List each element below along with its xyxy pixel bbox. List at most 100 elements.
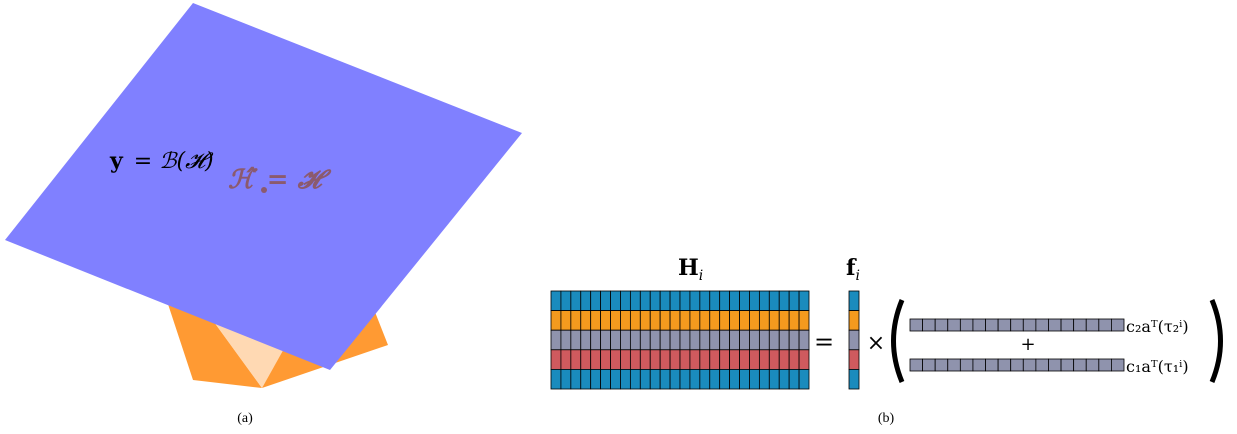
matrix-cell <box>798 310 810 331</box>
matrix-cell <box>600 349 611 370</box>
matrix-cell <box>739 368 750 390</box>
matrix-cell <box>798 349 810 370</box>
matrix-cell <box>739 349 750 370</box>
matrix-cell <box>758 368 770 390</box>
matrix-cell <box>620 368 631 390</box>
matrix-cell <box>669 329 681 351</box>
matrix-cell <box>659 349 671 370</box>
matrix-cell <box>758 329 770 351</box>
measurement-plane <box>5 3 522 370</box>
matrix-cell <box>768 310 780 331</box>
matrix-cell <box>590 349 602 370</box>
f-vector <box>848 290 860 390</box>
matrix-cell <box>550 368 562 390</box>
matrix-cell <box>620 290 631 312</box>
matrix-cell <box>709 290 721 312</box>
matrix-cell <box>659 290 671 312</box>
panel-b: Hi fi = × c₂aᵀ(τ₂ⁱ) + c₁aᵀ(τ₁ⁱ) (b) <box>550 255 1223 426</box>
matrix-cell <box>600 310 611 331</box>
steering-cell <box>1098 358 1112 372</box>
steering-cell <box>972 318 986 332</box>
steering-cell <box>922 358 936 372</box>
matrix-cell <box>620 329 631 351</box>
matrix-cell <box>778 290 790 312</box>
matrix-cell <box>679 368 691 390</box>
steering-cell <box>909 358 923 372</box>
matrix-cell <box>778 329 790 351</box>
matrix-cell <box>749 310 760 331</box>
cone-left-face <box>165 295 262 388</box>
plane-equation-rhs: = ℬ(𝓗) <box>134 149 214 174</box>
matrix-cell <box>620 349 631 370</box>
matrix-cell <box>719 310 731 331</box>
matrix-cell <box>570 349 582 370</box>
matrix-cell <box>778 368 790 390</box>
matrix-cell <box>639 349 651 370</box>
matrix-cell <box>699 290 711 312</box>
steering-cell <box>1010 358 1024 372</box>
matrix-cell <box>699 349 711 370</box>
matrix-cell <box>788 349 800 370</box>
steering-cell <box>959 358 974 372</box>
steering-cell <box>947 358 961 372</box>
matrix-cell <box>749 349 760 370</box>
matrix-cell <box>689 290 701 312</box>
steering-cell <box>1060 358 1075 372</box>
matrix-cell <box>639 310 651 331</box>
matrix-cell <box>649 368 661 390</box>
steering-cell <box>934 318 949 332</box>
term-bottom: c₁aᵀ(τ₁ⁱ) <box>1126 357 1189 376</box>
matrix-cell <box>768 349 780 370</box>
matrix-cell <box>778 310 790 331</box>
matrix-cell <box>580 349 592 370</box>
matrix-cell <box>649 310 661 331</box>
matrix-cell <box>610 349 621 370</box>
matrix-cell <box>768 368 780 390</box>
matrix-cell <box>679 329 691 351</box>
matrix-cell <box>778 349 790 370</box>
matrix-cell <box>560 368 572 390</box>
vector-cell <box>848 349 860 370</box>
matrix-cell <box>659 368 671 390</box>
matrix-cell <box>590 290 602 312</box>
matrix-cell <box>570 329 582 351</box>
matrix-cell <box>739 310 750 331</box>
matrix-cell <box>788 310 800 331</box>
steering-cell <box>972 358 986 372</box>
steering-cell <box>934 358 949 372</box>
matrix-cell <box>629 349 641 370</box>
matrix-cell <box>649 290 661 312</box>
matrix-cell <box>768 329 780 351</box>
steering-cell <box>1085 318 1100 332</box>
steering-cell <box>1060 318 1075 332</box>
matrix-cell <box>570 310 582 331</box>
f-label: fi <box>846 255 860 284</box>
steering-cell <box>1022 358 1037 372</box>
steering-cell <box>985 318 999 332</box>
matrix-cell <box>699 368 711 390</box>
matrix-cell <box>788 290 800 312</box>
matrix-cell <box>798 368 810 390</box>
matrix-cell <box>709 349 721 370</box>
matrix-cell <box>560 329 572 351</box>
matrix-cell <box>580 290 592 312</box>
matrix-cell <box>669 310 681 331</box>
matrix-cell <box>749 368 760 390</box>
matrix-cell <box>689 310 701 331</box>
matrix-cell <box>570 368 582 390</box>
estimate-point <box>261 187 267 193</box>
matrix-cell <box>719 329 731 351</box>
plus-sign: + <box>1020 334 1035 355</box>
steering-vector-bottom <box>909 358 1125 372</box>
term-top: c₂aᵀ(τ₂ⁱ) <box>1126 317 1189 336</box>
right-parenthesis <box>1209 299 1223 383</box>
matrix-cell <box>580 310 592 331</box>
plane-equation-lhs: y <box>109 148 124 174</box>
matrix-cell <box>669 290 681 312</box>
steering-cell <box>1085 358 1100 372</box>
steering-cell <box>1098 318 1112 332</box>
matrix-cell <box>768 290 780 312</box>
matrix-cell <box>659 329 671 351</box>
matrix-cell <box>560 349 572 370</box>
matrix-cell <box>610 310 621 331</box>
